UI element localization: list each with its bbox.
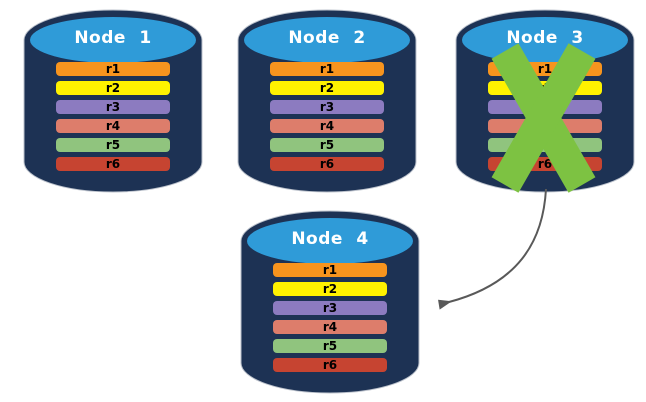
row-r5: r5 — [270, 138, 384, 152]
row-r3: r3 — [273, 301, 387, 315]
row-list: r1 r2 r3 r4 r5 r6 — [273, 263, 387, 372]
arrow-curve — [438, 188, 547, 310]
node-2: Node 2 r1 r2 r3 r4 r5 r6 — [237, 7, 417, 195]
node-title: Node 1 — [74, 28, 152, 48]
row-list: r1 r2 r3 r4 r5 r6 — [56, 62, 170, 171]
node-3: Node 3 r1 r2 r3 r4 r5 r6 — [455, 7, 635, 195]
row-list: r1 r2 r3 r4 r5 r6 — [270, 62, 384, 171]
row-r1: r1 — [273, 263, 387, 277]
row-r3: r3 — [270, 100, 384, 114]
row-r6: r6 — [273, 358, 387, 372]
row-r5: r5 — [56, 138, 170, 152]
node-title: Node 2 — [288, 28, 366, 48]
node-title: Node 3 — [506, 28, 584, 48]
x-stroke-right — [491, 43, 596, 193]
row-r4: r4 — [270, 119, 384, 133]
row-r2: r2 — [270, 81, 384, 95]
cylinder-top — [244, 17, 410, 63]
row-r6: r6 — [270, 157, 384, 171]
failure-x-icon — [491, 43, 596, 193]
node-title: Node 4 — [291, 229, 369, 249]
row-r2: r2 — [56, 81, 170, 95]
row-r4: r4 — [56, 119, 170, 133]
row-r4: r4 — [273, 320, 387, 334]
row-r3: r3 — [56, 100, 170, 114]
node-4: Node 4 r1 r2 r3 r4 r5 r6 — [240, 208, 420, 396]
row-r1: r1 — [270, 62, 384, 76]
row-r6: r6 — [56, 157, 170, 171]
row-r1: r1 — [56, 62, 170, 76]
cylinder-top — [462, 17, 628, 63]
row-r5: r5 — [273, 339, 387, 353]
cylinder-top — [30, 17, 196, 63]
row-r2: r2 — [273, 282, 387, 296]
cylinder-top — [247, 218, 413, 264]
node-1: Node 1 r1 r2 r3 r4 r5 r6 — [23, 7, 203, 195]
